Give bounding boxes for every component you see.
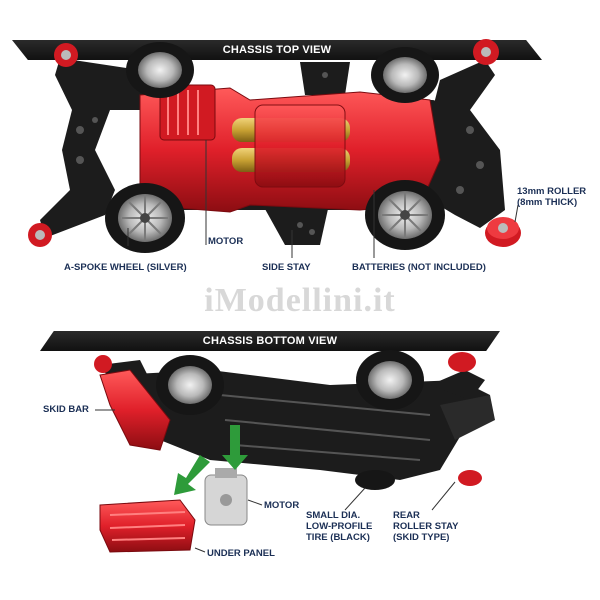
bottom-leader-lines bbox=[95, 409, 456, 553]
bottom-motor bbox=[204, 468, 248, 526]
label-13mm-roller-line1: 13mm ROLLER bbox=[517, 186, 587, 197]
label-a-spoke-wheel: A-SPOKE WHEEL (SILVER) bbox=[64, 262, 187, 273]
label-side-stay: SIDE STAY bbox=[262, 262, 311, 273]
bottom-frame-ribs bbox=[219, 394, 431, 461]
top-leader-lines bbox=[127, 140, 519, 258]
chassis-top-view-title: CHASSIS TOP VIEW bbox=[222, 44, 332, 56]
label-under-panel: UNDER PANEL bbox=[207, 548, 275, 559]
bottom-wheel-rear bbox=[356, 350, 424, 410]
top-roller-rear-left bbox=[473, 39, 499, 65]
bottom-wheel-front bbox=[156, 355, 224, 415]
label-skid-bar: SKID BAR bbox=[43, 404, 89, 415]
bottom-under-panel bbox=[99, 499, 196, 553]
bottom-rear-roller-stay bbox=[440, 352, 495, 486]
bottom-tire-small bbox=[355, 470, 395, 490]
top-roller-loose bbox=[485, 217, 521, 247]
top-frame-holes bbox=[76, 72, 484, 235]
top-wheel-front-right bbox=[105, 183, 185, 253]
label-13mm-roller-line2: (8mm THICK) bbox=[517, 197, 578, 208]
watermark: iModellini.it bbox=[204, 282, 396, 319]
label-small-dia-tire-line1: SMALL DIA. bbox=[306, 510, 361, 521]
top-batteries bbox=[232, 104, 350, 188]
bottom-view-car bbox=[94, 350, 495, 553]
top-view-car bbox=[28, 39, 521, 258]
label-13mm-roller: 13mm ROLLER (8mm THICK) bbox=[517, 186, 586, 208]
chassis-bottom-view-banner: CHASSIS BOTTOM VIEW bbox=[40, 331, 500, 351]
label-batteries: BATTERIES (NOT INCLUDED) bbox=[352, 262, 486, 273]
label-rear-roller-stay-line3: (SKID TYPE) bbox=[393, 532, 450, 543]
label-small-dia-tire-line2: LOW-PROFILE bbox=[306, 521, 373, 532]
bottom-skid-bar bbox=[94, 355, 171, 451]
label-rear-roller-stay: REAR ROLLER STAY (SKID TYPE) bbox=[393, 510, 458, 543]
chassis-bottom-view-title: CHASSIS BOTTOM VIEW bbox=[202, 335, 338, 347]
bottom-green-arrows bbox=[174, 425, 248, 495]
top-roller-front-right bbox=[28, 223, 52, 247]
label-small-dia-tire: SMALL DIA. LOW-PROFILE TIRE (BLACK) bbox=[306, 510, 372, 543]
top-wheel-rear-right bbox=[365, 180, 445, 250]
label-rear-roller-stay-line2: ROLLER STAY bbox=[393, 521, 459, 532]
label-rear-roller-stay-line1: REAR bbox=[393, 510, 420, 521]
label-motor-top: MOTOR bbox=[208, 236, 244, 247]
top-wheel-front-left bbox=[126, 42, 194, 98]
top-wheel-rear-left bbox=[371, 47, 439, 103]
label-motor-bottom: MOTOR bbox=[264, 500, 300, 511]
label-small-dia-tire-line3: TIRE (BLACK) bbox=[306, 532, 370, 543]
top-roller-front-left bbox=[54, 43, 78, 67]
